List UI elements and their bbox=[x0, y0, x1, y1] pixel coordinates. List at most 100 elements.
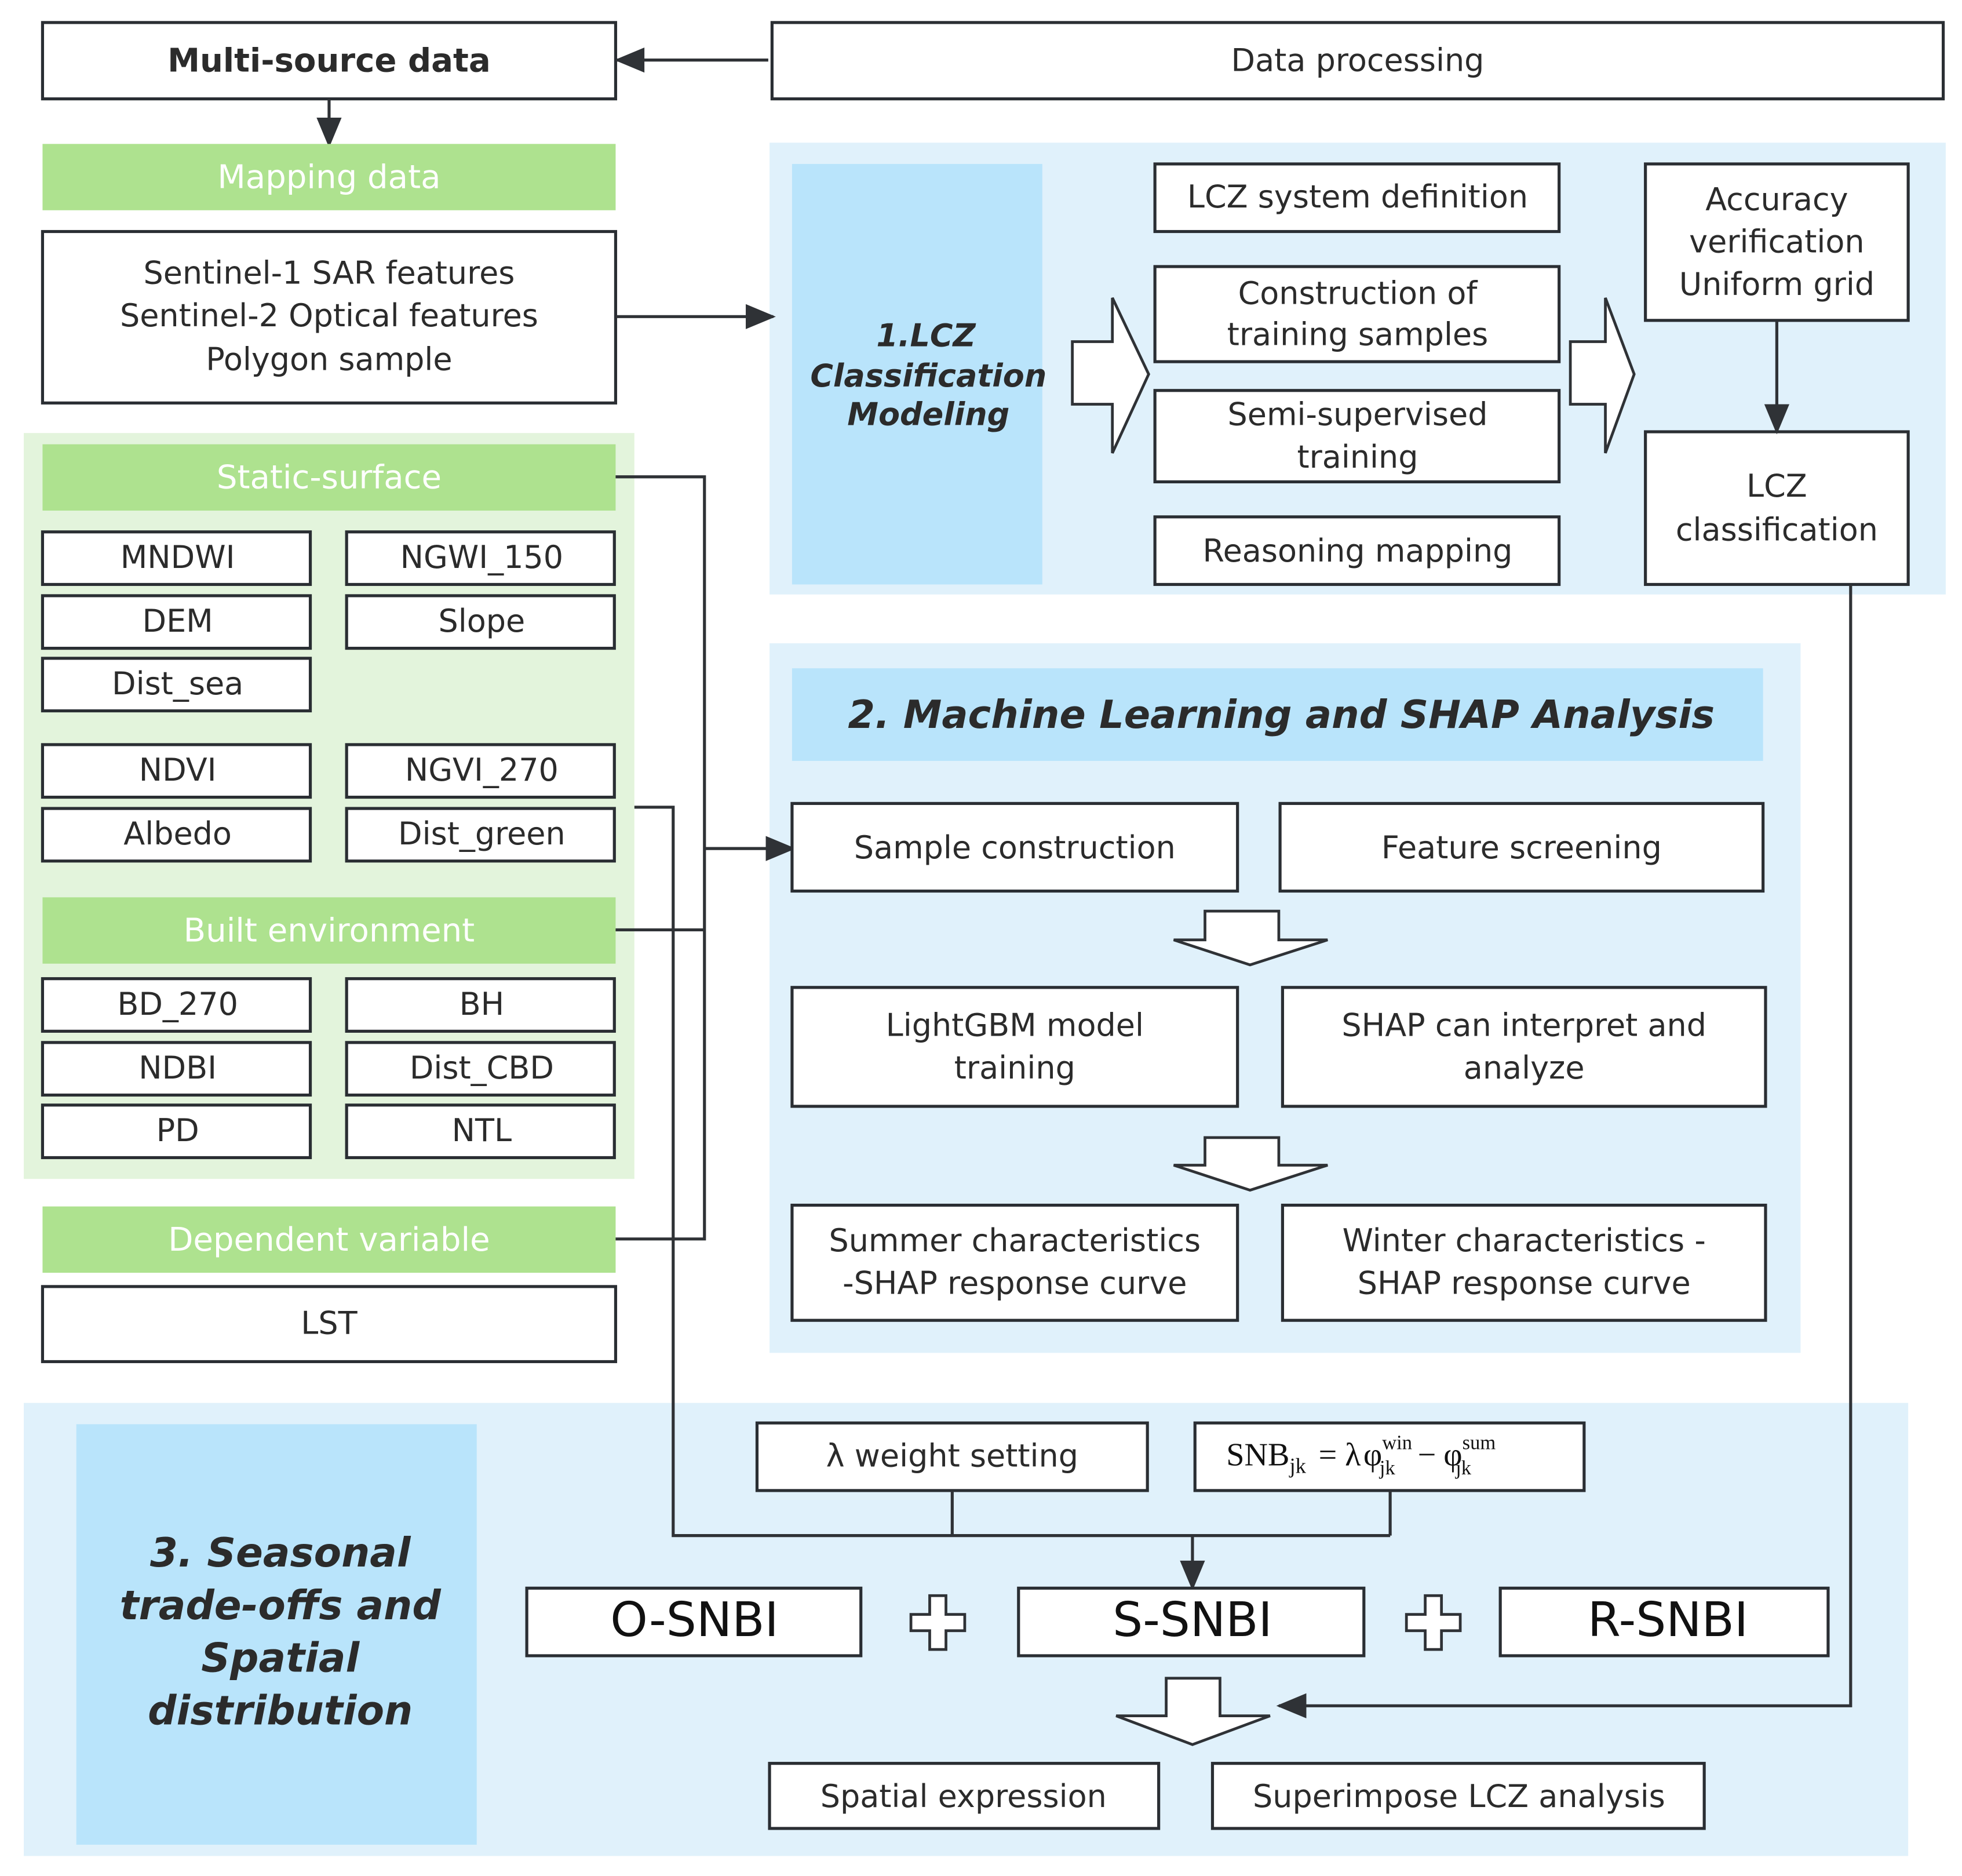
var-ndvi[interactable]: NDVI bbox=[41, 743, 312, 799]
box-label: LCZ bbox=[1746, 468, 1807, 504]
var-label: MNDWI bbox=[121, 539, 235, 575]
sample-construction-box[interactable]: Sample construction bbox=[790, 802, 1239, 893]
var-bh[interactable]: BH bbox=[345, 977, 616, 1033]
o-snbi-box[interactable]: O-SNBI bbox=[525, 1586, 863, 1658]
superimpose-lcz-box[interactable]: Superimpose LCZ analysis bbox=[1210, 1762, 1706, 1830]
var-ngvi-270[interactable]: NGVI_270 bbox=[345, 743, 616, 799]
shap-interpret-box[interactable]: SHAP can interpret and analyze bbox=[1281, 986, 1767, 1108]
accuracy-verification-box[interactable]: Accuracy verification Uniform grid bbox=[1644, 162, 1910, 322]
box-label: SHAP response curve bbox=[1358, 1265, 1691, 1301]
var-label: Albedo bbox=[123, 815, 232, 852]
reasoning-mapping-box[interactable]: Reasoning mapping bbox=[1153, 515, 1561, 587]
mapping-line-2: Sentinel-2 Optical features bbox=[120, 297, 538, 334]
var-label: NGWI_150 bbox=[400, 539, 563, 575]
block-arrow-down-2 bbox=[1173, 1136, 1328, 1192]
mapping-data-header: Mapping data bbox=[42, 144, 616, 210]
var-dem[interactable]: DEM bbox=[41, 594, 312, 650]
section1-title-block: 1.LCZ Classification Modeling bbox=[792, 163, 1046, 585]
box-label: Semi-supervised bbox=[1227, 396, 1487, 433]
box-label: analyze bbox=[1464, 1050, 1585, 1086]
box-label: -SHAP response curve bbox=[843, 1265, 1187, 1301]
section3-title-line: Spatial bbox=[201, 1635, 360, 1682]
data-processing-box[interactable]: Data processing bbox=[770, 21, 1945, 101]
box-label: S-SNBI bbox=[1113, 1593, 1272, 1648]
semi-supervised-training-box[interactable]: Semi-supervised training bbox=[1153, 389, 1561, 483]
var-label: DEM bbox=[143, 603, 213, 639]
var-ngwi-150[interactable]: NGWI_150 bbox=[345, 530, 616, 587]
var-label: NDBI bbox=[138, 1050, 217, 1086]
plus-icon-2 bbox=[1405, 1594, 1462, 1651]
box-label: Sample construction bbox=[854, 829, 1176, 866]
feature-screening-box[interactable]: Feature screening bbox=[1278, 802, 1765, 893]
var-pd[interactable]: PD bbox=[41, 1103, 312, 1160]
var-dist-sea[interactable]: Dist_sea bbox=[41, 657, 312, 713]
plus-icon-1 bbox=[909, 1594, 967, 1651]
built-environment-title: Built environment bbox=[184, 912, 475, 949]
multi-source-data-box[interactable]: Multi-source data bbox=[41, 21, 618, 101]
var-lst[interactable]: LST bbox=[41, 1285, 618, 1364]
construction-training-samples-box[interactable]: Construction of training samples bbox=[1153, 265, 1561, 363]
var-label: BD_270 bbox=[117, 986, 238, 1022]
dependent-variable-title: Dependent variable bbox=[168, 1221, 490, 1259]
data-processing-label: Data processing bbox=[1231, 42, 1485, 79]
box-label: Reasoning mapping bbox=[1203, 533, 1513, 569]
var-label: Slope bbox=[439, 603, 526, 639]
box-label: λ weight setting bbox=[826, 1437, 1078, 1474]
built-environment-header: Built environment bbox=[42, 897, 616, 964]
block-arrow-right-2 bbox=[1569, 297, 1636, 454]
summer-shap-curve-box[interactable]: Summer characteristics -SHAP response cu… bbox=[790, 1203, 1239, 1322]
r-snbi-box[interactable]: R-SNBI bbox=[1498, 1586, 1830, 1658]
mapping-data-box[interactable]: Sentinel-1 SAR features Sentinel-2 Optic… bbox=[41, 230, 618, 405]
block-arrow-down-3 bbox=[1115, 1677, 1271, 1746]
section2-title-block: 2. Machine Learning and SHAP Analysis bbox=[792, 668, 1763, 761]
section3-title-block: 3. Seasonal trade-offs and Spatial distr… bbox=[76, 1424, 477, 1845]
dependent-variable-header: Dependent variable bbox=[42, 1206, 616, 1273]
box-label: R-SNBI bbox=[1588, 1593, 1748, 1648]
lambda-weight-box[interactable]: λ weight setting bbox=[755, 1421, 1149, 1492]
connector-static-surface bbox=[615, 475, 706, 1241]
var-mndwi[interactable]: MNDWI bbox=[41, 530, 312, 587]
box-label: Winter characteristics - bbox=[1343, 1222, 1706, 1259]
lcz-system-definition-box[interactable]: LCZ system definition bbox=[1153, 162, 1561, 234]
box-label: LCZ system definition bbox=[1187, 179, 1528, 215]
mapping-data-title: Mapping data bbox=[217, 158, 440, 196]
box-label: SHAP can interpret and bbox=[1341, 1007, 1706, 1044]
connector-static-to-section3 bbox=[634, 806, 1391, 1538]
winter-shap-curve-box[interactable]: Winter characteristics - SHAP response c… bbox=[1281, 1203, 1767, 1322]
var-label: NTL bbox=[452, 1112, 512, 1149]
var-label: Dist_sea bbox=[112, 665, 243, 702]
mapping-line-3: Polygon sample bbox=[206, 341, 452, 378]
var-ntl[interactable]: NTL bbox=[345, 1103, 616, 1160]
box-label: training bbox=[1297, 439, 1418, 475]
var-ndbi[interactable]: NDBI bbox=[41, 1041, 312, 1097]
box-label: classification bbox=[1676, 511, 1878, 548]
box-label: Superimpose LCZ analysis bbox=[1253, 1778, 1665, 1815]
var-label: Dist_green bbox=[398, 815, 566, 852]
var-albedo[interactable]: Albedo bbox=[41, 807, 312, 863]
lightgbm-training-box[interactable]: LightGBM model training bbox=[790, 986, 1239, 1108]
var-label: PD bbox=[156, 1112, 199, 1149]
var-dist-green[interactable]: Dist_green bbox=[345, 807, 616, 863]
box-label: Uniform grid bbox=[1679, 266, 1875, 303]
section1-title-line: Modeling bbox=[847, 396, 1009, 433]
var-dist-cbd[interactable]: Dist_CBD bbox=[345, 1041, 616, 1097]
section1-title-line: Classification bbox=[810, 358, 1046, 394]
spatial-expression-box[interactable]: Spatial expression bbox=[768, 1762, 1161, 1830]
section2-title: 2. Machine Learning and SHAP Analysis bbox=[848, 692, 1715, 737]
box-label: verification bbox=[1689, 224, 1864, 260]
box-label: LightGBM model bbox=[886, 1007, 1144, 1044]
var-bd-270[interactable]: BD_270 bbox=[41, 977, 312, 1033]
block-arrow-right-1 bbox=[1071, 297, 1150, 454]
multi-source-data-label: Multi-source data bbox=[167, 42, 491, 80]
box-label: Construction of bbox=[1238, 275, 1479, 311]
box-label: training samples bbox=[1227, 316, 1489, 353]
var-label: LST bbox=[301, 1305, 358, 1341]
box-label: Summer characteristics bbox=[829, 1222, 1201, 1259]
lcz-classification-box[interactable]: LCZ classification bbox=[1644, 430, 1910, 587]
var-label: NGVI_270 bbox=[405, 752, 559, 788]
s-snbi-box[interactable]: S-SNBI bbox=[1017, 1586, 1366, 1658]
var-slope[interactable]: Slope bbox=[345, 594, 616, 650]
